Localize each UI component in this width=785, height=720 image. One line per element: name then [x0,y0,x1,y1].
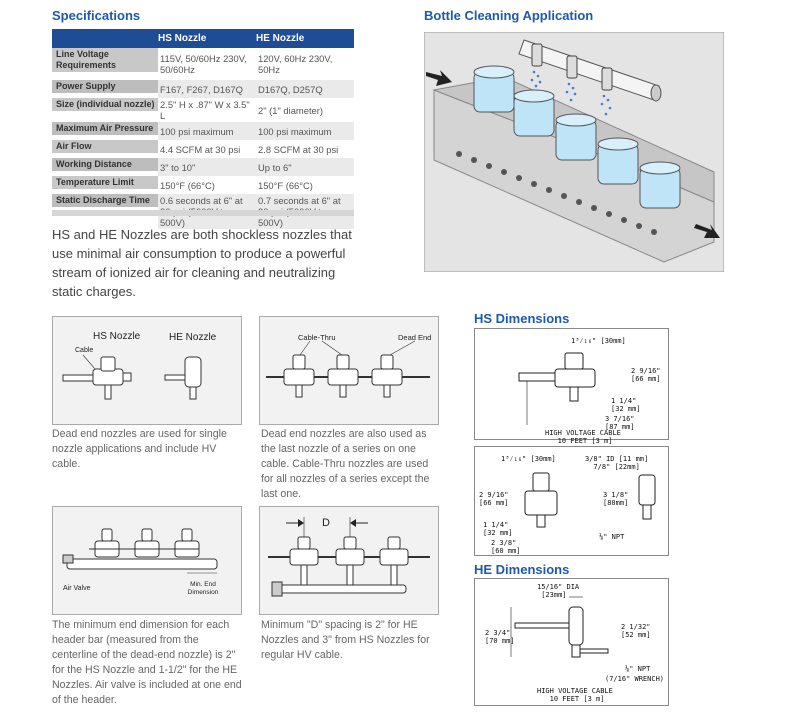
hs-dim-cable: HIGH VOLTAGE CABLE 10 FEET [3 m] [545,429,621,445]
table-cell-label: Size (individual nozzle) [52,98,158,111]
table-cell-label: Power Supply [52,80,158,93]
he-dimensions-view: 15/16" DIA [23mm] 2 3/4" [70 mm] 2 1/32"… [474,578,669,706]
figure-single-nozzle: HS Nozzle HE Nozzle Cable [52,316,242,425]
hs-dim-length: 3 7/16" [87 mm] [605,415,635,431]
single-nozzle-drawing [62,354,202,400]
label-cable-thru: Cable-Thru [298,333,336,342]
he-dimensions-title: HE Dimensions [474,562,570,577]
specifications-title: Specifications [52,8,141,23]
hs-dimensions-front-view: 1³⁄₁₆" [30mm] 2 9/16" [66 mm] 1 1/4" [32… [474,446,669,556]
table-footer-bar [52,210,354,216]
table-header-cell: HE Nozzle [256,29,354,48]
table-row: Working Distance 3" to 10" Up to 6" [52,158,354,176]
label-hs-nozzle: HS Nozzle [93,331,141,342]
table-cell: D167Q, D257Q [256,80,354,98]
hs-front-dim-offset: 1 1/4" [32 mm] [483,521,513,537]
hs-dim-height: 2 9/16" [66 mm] [631,367,661,383]
table-cell: 2" (1" diameter) [258,104,324,116]
figure-header-bar: Air Valve Min. End Dimension [52,506,242,615]
label-d-spacing: D [322,517,330,529]
hs-side-drawing [518,352,596,425]
figure-series-nozzles: Cable-Thru Dead End [259,316,439,425]
table-row: Line Voltage Requirements 115V, 50/60Hz … [52,48,354,80]
table-cell: F167, F267, D167Q [158,80,256,98]
label-dead-end: Dead End [398,333,432,342]
table-cell: 100 psi maximum [158,122,256,140]
he-dim-height: 2 3/4" [70 mm] [485,629,515,645]
table-cell: 150°F (66°C) [160,179,215,191]
table-cell-label: Air Flow [52,140,158,153]
table-header-cell [52,29,158,48]
header-bar-drawing [62,528,218,574]
table-cell-label: Static Discharge Time [52,194,158,207]
table-cell: 4.4 SCFM at 30 psi [160,143,241,155]
table-row: Power Supply F167, F267, D167Q D167Q, D2… [52,80,354,98]
ion-spray [530,70,612,116]
specifications-table: HS Nozzle HE Nozzle Line Voltage Require… [52,29,354,229]
table-header-cell: HS Nozzle [158,29,256,48]
table-row: Size (individual nozzle) 2.5" H x .87" W… [52,98,354,122]
caption-figure-4: Minimum "D" spacing is 2" for HE Nozzles… [261,619,430,661]
hs-dimensions-side-view: 1³⁄₁₆" [30mm] 2 9/16" [66 mm] 1 1/4" [32… [474,328,669,445]
figure-nozzle-spacing: D [259,506,439,615]
caption-figure-3: The minimum end dimension for each heade… [52,619,242,706]
nozzles [531,43,613,91]
bottle-cleaning-title: Bottle Cleaning Application [424,8,594,23]
conveyor-rollers [456,151,657,235]
hs-front-dim-npt: ⅛" NPT [599,533,625,541]
arrow-in-icon [426,70,452,86]
label-min-end-dimension: Min. End Dimension [187,581,219,596]
hs-front-dim-height: 2 9/16" [66 mm] [479,491,509,507]
table-cell: 150°F (66°C) [258,179,313,191]
table-cell: 3" to 10" [158,158,256,176]
hs-front-dim-side: 3 1/8" [80mm] [603,491,629,507]
he-dim-side: 2 1/32" [52 mm] [621,623,651,639]
intro-paragraph: HS and HE Nozzles are both shockless noz… [52,227,352,299]
hs-dim-top-width: 1³⁄₁₆" [30mm] [571,337,626,345]
series-nozzles-drawing [266,340,430,398]
hs-dim-offset: 1 1/4" [32 mm] [611,397,641,413]
hs-front-dim-id: 3/8" ID [11 mm] 7/8" [22mm] [585,455,649,471]
table-row: Air Flow 4.4 SCFM at 30 psi 2.8 SCFM at … [52,140,354,158]
label-cable: Cable [75,347,94,354]
table-cell-label: Line Voltage Requirements [52,48,158,72]
table-header-row: HS Nozzle HE Nozzle [52,29,354,48]
table-row: Temperature Limit 150°F (66°C) 150°F (66… [52,176,354,194]
hs-front-dim-base: 2 3/8" [60 mm] [491,539,521,555]
arrow-out-icon [694,224,720,238]
table-row: Maximum Air Pressure 100 psi maximum 100… [52,122,354,140]
he-dim-npt: ⅛" NPT [625,665,651,673]
table-cell: 2.8 SCFM at 30 psi [258,143,339,155]
hs-dimensions-title: HS Dimensions [474,311,570,326]
hs-front-drawing [524,472,656,528]
he-dim-wrench: (7/16" WRENCH) [605,675,665,683]
table-cell: 115V, 50/60Hz 230V, 50/60Hz [160,53,247,75]
table-cell-label: Maximum Air Pressure [52,122,158,135]
he-dim-diameter: 15/16" DIA [23mm] [537,583,580,599]
table-cell: 120V, 60Hz 230V, 50Hz [258,53,333,75]
he-dim-cable: HIGH VOLTAGE CABLE 10 FEET [3 m] [537,687,613,703]
he-drawing [510,596,609,658]
table-cell: 100 psi maximum [256,122,354,140]
nozzle-spacing-drawing [268,517,430,597]
table-cell-label: Temperature Limit [52,176,158,189]
caption-figure-2: Dead end nozzles are also used as the la… [261,428,430,500]
label-air-valve: Air Valve [63,585,91,592]
bottles [473,65,681,209]
table-cell: 2.5" H x .87" W x 3.5" L [160,99,250,121]
bottle-cleaning-illustration [424,32,724,272]
label-he-nozzle: HE Nozzle [169,332,217,343]
table-cell: Up to 6" [256,158,354,176]
caption-figure-1: Dead end nozzles are used for single noz… [52,428,227,470]
hs-front-dim-width: 1³⁄₁₆" [30mm] [501,455,556,463]
table-cell-label: Working Distance [52,158,158,171]
